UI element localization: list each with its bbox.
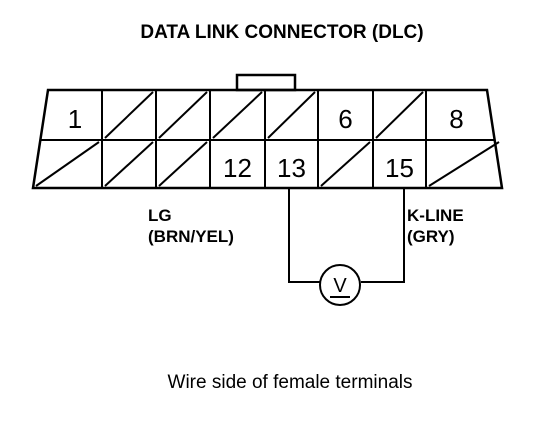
- blank-cavity-slash: [375, 91, 424, 139]
- blank-cavity-slash: [428, 141, 500, 187]
- blank-cavity-slash: [158, 141, 208, 187]
- blank-cavity-slash: [35, 141, 100, 187]
- right-wire-label: K-LINE: [407, 206, 464, 225]
- left-wire-label: LG: [148, 206, 172, 225]
- voltmeter-icon: [319, 264, 361, 306]
- left-probe-wire: [288, 188, 320, 283]
- blank-cavity-slash: [320, 141, 371, 187]
- blank-cavity-slash: [158, 91, 208, 139]
- connector-outline: [31, 88, 504, 190]
- pin-number: 13: [277, 153, 306, 183]
- right-wire-color: (GRY): [407, 227, 455, 246]
- cell-dividers: [101, 90, 427, 188]
- voltmeter-symbol: V: [333, 275, 347, 297]
- diagram-caption: Wire side of female terminals: [168, 372, 413, 393]
- blank-cavity-slash: [212, 91, 263, 139]
- pin-labels: 1 6 8 12 13 15: [68, 104, 464, 183]
- pin-number: 12: [223, 153, 252, 183]
- pin-number: 6: [338, 104, 352, 134]
- right-probe-wire: [361, 188, 405, 283]
- pin-number: 8: [449, 104, 463, 134]
- blank-cavity-slash: [267, 91, 316, 139]
- pin-number: 15: [385, 153, 414, 183]
- left-wire-color: (BRN/YEL): [148, 227, 234, 246]
- diagram-title: DATA LINK CONNECTOR (DLC): [140, 22, 423, 43]
- blank-cavity-marks: [35, 91, 500, 187]
- pin-number: 1: [68, 104, 82, 134]
- connector-latch-tab: [235, 73, 297, 92]
- blank-cavity-slash: [104, 141, 154, 187]
- blank-cavity-slash: [104, 91, 154, 139]
